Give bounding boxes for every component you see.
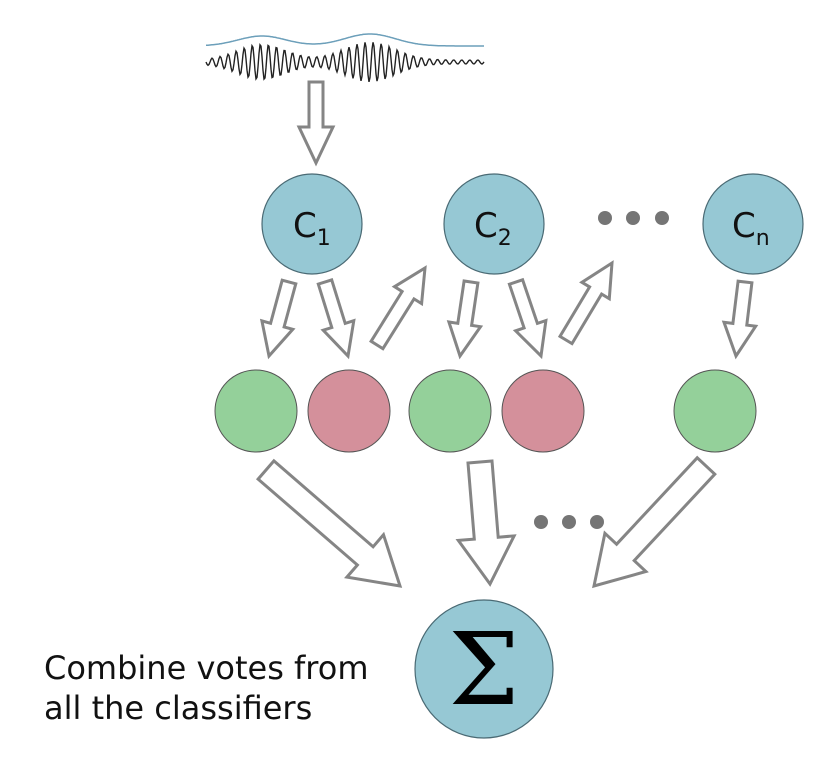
classifier-c2-subscript: 2 (498, 226, 512, 251)
arrow-feedback-up (369, 265, 427, 351)
classifier-cn-subscript: n (756, 226, 770, 251)
arrow-c2-to-vote (446, 279, 484, 360)
sigma-symbol: Σ (449, 611, 520, 728)
vote-ellipsis (534, 515, 604, 529)
arrow-vote-to-sum (455, 459, 517, 587)
votes (214, 369, 757, 453)
classifier-c2: C2 (443, 173, 545, 275)
arrow-cn-to-vote (721, 279, 759, 360)
arrow-c2-to-vote (507, 277, 548, 360)
classifier-c1-subscript: 1 (317, 226, 331, 251)
svg-text:Cn: Cn (732, 206, 770, 251)
arrow-feedback-up (557, 260, 614, 346)
vote-circle (673, 369, 757, 453)
arrow-c1-to-vote (316, 278, 356, 360)
vote-circle (408, 369, 492, 453)
sum-node: Σ (414, 599, 554, 739)
classifier-cn: Cn (702, 173, 804, 275)
vote-circle (214, 369, 298, 453)
input-signal (205, 33, 485, 83)
classifier-c2-letter: C (474, 206, 498, 246)
caption-line-2: all the classifiers (44, 689, 313, 727)
combine-votes-caption: Combine votes from all the classifiers (44, 648, 424, 728)
classifier-c1: C1 (261, 173, 363, 275)
vote-circle (307, 369, 391, 453)
svg-text:C2: C2 (474, 206, 512, 251)
arrow-vote-to-sum (255, 458, 403, 588)
classifier-cn-letter: C (732, 206, 756, 246)
svg-text:C1: C1 (293, 206, 331, 251)
arrow-vote-to-sum (592, 455, 717, 589)
caption-line-1: Combine votes from (44, 649, 369, 687)
classifier-c1-letter: C (293, 206, 317, 246)
signal-waveform (205, 42, 485, 83)
classifier-ellipsis (598, 211, 669, 225)
vote-circle (501, 369, 585, 453)
signal-envelope (206, 33, 484, 47)
arrows (255, 80, 759, 589)
arrow-signal-to-c1 (296, 80, 336, 167)
arrow-c1-to-vote (259, 278, 298, 360)
